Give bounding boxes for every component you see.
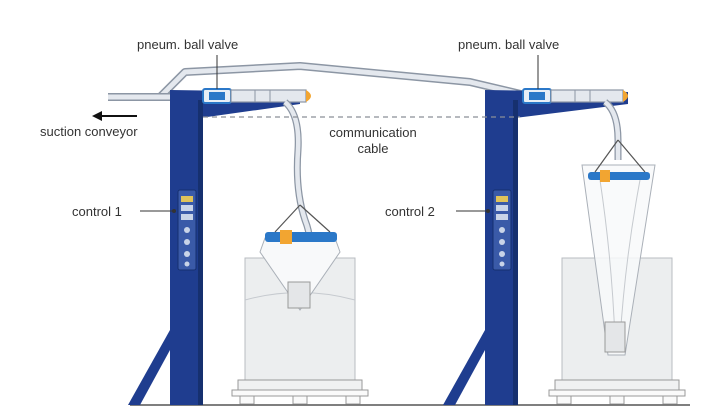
label-control-1: control 1	[72, 204, 122, 219]
valve-left	[202, 88, 311, 104]
container-left	[231, 204, 369, 405]
arrow-left-icon	[92, 111, 137, 121]
label-valve-right: pneum. ball valve	[458, 37, 560, 52]
label-suction-conveyor: suction conveyor	[40, 124, 138, 139]
container-right	[548, 139, 686, 405]
control-panel-left	[177, 189, 197, 271]
label-cable: cable	[357, 141, 389, 156]
label-communication: communication	[329, 125, 417, 140]
label-control-2: control 2	[385, 204, 435, 219]
control-panel-right	[492, 189, 512, 271]
valve-right	[522, 88, 628, 104]
label-valve-left: pneum. ball valve	[137, 37, 239, 52]
